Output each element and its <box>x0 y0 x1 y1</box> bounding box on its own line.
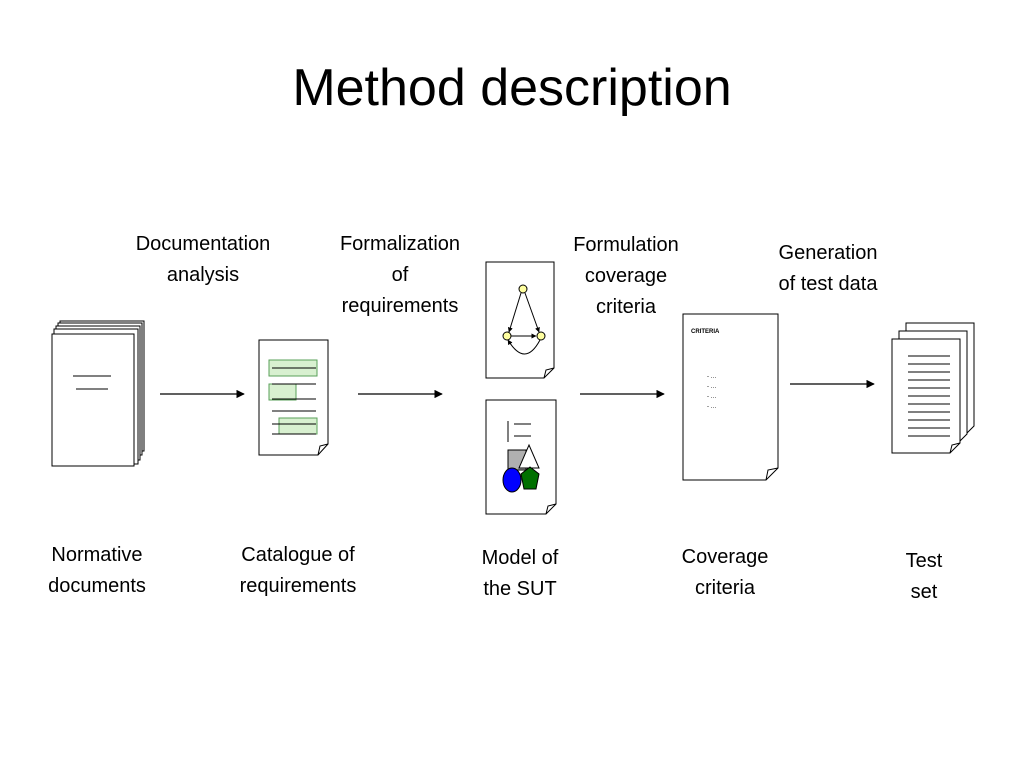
process-label-formalization-of-requirements: Formalization of requirements <box>339 233 461 317</box>
artifact-label-normative-documents: Normative documents <box>48 544 146 597</box>
normative-documents-icon <box>51 320 145 467</box>
artifact-label-test-set: Test set <box>905 550 943 603</box>
process-label-documentation-analysis: Documentation analysis <box>135 233 271 286</box>
test-set-documents-icon <box>891 322 975 454</box>
catalogue-document-icon <box>258 339 329 456</box>
criteria-bullet: - … <box>707 394 717 400</box>
artifact-label-coverage-criteria: Coverage criteria <box>681 546 769 599</box>
criteria-heading: CRITERIA <box>691 329 720 335</box>
process-label-formulation-coverage-criteria: Formulation coverage criteria <box>573 234 679 318</box>
process-label-generation-of-test-data: Generation of test data <box>778 242 878 295</box>
artifact-label-model-of-the-sut: Model of the SUT <box>481 547 559 600</box>
criteria-bullet: - … <box>707 404 717 410</box>
artifact-label-catalogue-of-requirements: Catalogue of requirements <box>239 544 357 597</box>
shapes-document-icon <box>485 399 557 515</box>
criteria-bullet: - … <box>707 384 717 390</box>
state-graph-document-icon <box>485 261 555 379</box>
criteria-document-icon: CRITERIA - … - … - … - … <box>682 313 779 481</box>
criteria-bullet: - … <box>707 374 717 380</box>
slide-title: Method description <box>292 59 732 117</box>
